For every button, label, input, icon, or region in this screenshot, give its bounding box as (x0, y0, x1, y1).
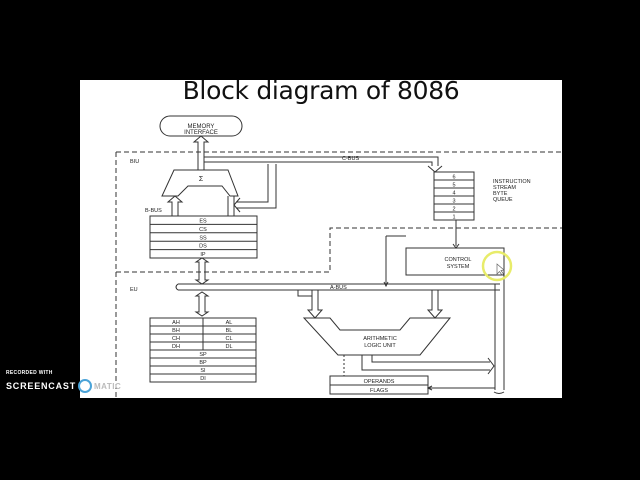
control-system-box (405, 247, 505, 276)
queue-slot-4: 4 (452, 191, 455, 197)
queue-label-2: STREAM (493, 185, 516, 191)
screencast-watermark: RECORDED WITH SCREENCAST MATIC (6, 370, 121, 393)
queue-slot-3: 3 (452, 199, 455, 205)
control-system-label-2: SYSTEM (447, 264, 470, 270)
alu-label-1: ARITHMETIC (363, 336, 397, 342)
memory-interface-label-1: MEMORY (188, 124, 215, 130)
eu-label: EU (130, 287, 138, 293)
register-ds: DS (199, 244, 207, 250)
register-ip: IP (200, 252, 206, 258)
register-si: SI (200, 368, 206, 374)
register-cs: CS (199, 227, 207, 233)
queue-slot-2: 2 (452, 207, 455, 213)
queue-label-3: BYTE (493, 191, 508, 197)
register-cl: CL (225, 336, 232, 342)
adder-symbol: Σ (199, 176, 204, 183)
register-es: ES (199, 219, 207, 225)
register-bh: BH (172, 328, 180, 334)
register-sp: SP (199, 352, 207, 358)
watermark-brand-suffix: MATIC (94, 381, 122, 391)
block-diagram-8086: MEMORY INTERFACE BIU EU C-BUS B-BUS A-BU… (115, 115, 562, 398)
queue-label-4: QUEUE (493, 197, 513, 203)
cursor-highlight (481, 250, 513, 282)
register-al: AL (226, 320, 233, 326)
alu-label-2: LOGIC UNIT (364, 343, 396, 349)
segment-registers (149, 215, 258, 259)
queue-slot-1: 1 (452, 215, 455, 221)
register-di: DI (200, 376, 206, 382)
register-bp: BP (199, 360, 207, 366)
c-bus-label: C-BUS (342, 156, 359, 162)
slide-title: Block diagram of 8086 (182, 76, 460, 105)
register-dh: DH (172, 344, 180, 350)
queue-label-1: INSTRUCTION (493, 179, 531, 185)
watermark-brand: SCREENCAST (6, 381, 77, 391)
register-dl: DL (225, 344, 232, 350)
memory-interface-label-2: INTERFACE (184, 130, 218, 136)
mouse-cursor-icon (496, 263, 505, 276)
register-ch: CH (172, 336, 180, 342)
adder-unit (161, 169, 239, 197)
register-bl: BL (226, 328, 233, 334)
flags-label: FLAGS (370, 388, 388, 394)
control-system-label-1: CONTROL (445, 257, 472, 263)
watermark-recorded-with: RECORDED WITH (6, 370, 53, 376)
operands-label: OPERANDS (364, 379, 395, 385)
register-ss: SS (199, 235, 207, 241)
slide: Block diagram of 8086 (80, 76, 562, 398)
screencast-logo-icon (78, 379, 93, 393)
queue-slot-5: 5 (452, 183, 455, 189)
b-bus-label: B-BUS (145, 208, 162, 214)
a-bus-label: A-BUS (330, 285, 347, 291)
queue-slot-6: 6 (452, 175, 455, 181)
biu-label: BIU (130, 159, 139, 165)
alu-unit (302, 317, 452, 356)
biu-eu-divider (116, 227, 562, 273)
register-ah: AH (172, 320, 180, 326)
